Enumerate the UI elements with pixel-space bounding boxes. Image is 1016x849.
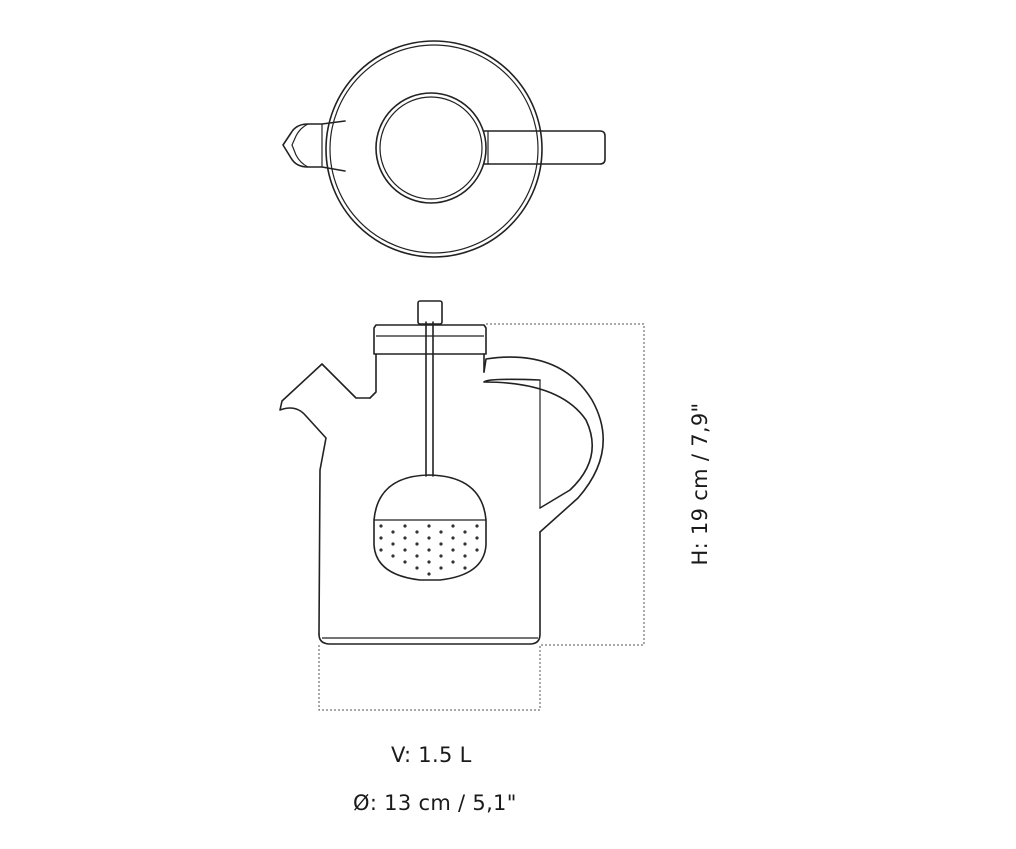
mesh-dot [463, 542, 467, 546]
mesh-dot [379, 548, 383, 552]
height-label: H: 19 cm / 7,9" [688, 402, 712, 566]
mesh-dot [427, 560, 431, 564]
mesh-dot [451, 560, 455, 564]
top-view-lid [375, 92, 487, 204]
mesh-dot [451, 548, 455, 552]
mesh-dot [379, 524, 383, 528]
volume-label: V: 1.5 L [391, 743, 472, 767]
mesh-dot [403, 524, 407, 528]
dimension-lines [318, 323, 645, 711]
mesh-dot [415, 542, 419, 546]
mesh-dot [427, 524, 431, 528]
mesh-dot [391, 542, 395, 546]
mesh-dot [439, 554, 443, 558]
mesh-dot [415, 554, 419, 558]
mesh-dot [415, 566, 419, 570]
mesh-dot [463, 566, 467, 570]
mesh-dot [427, 548, 431, 552]
top-view-handle [483, 130, 606, 165]
top-view-lid-inner [379, 96, 483, 200]
mesh-dot [427, 536, 431, 540]
mesh-dot [451, 536, 455, 540]
top-view-spout [282, 120, 346, 172]
diameter-label: Ø: 13 cm / 5,1" [353, 791, 517, 815]
diameter-dimension-line [318, 645, 541, 711]
lid-knob [417, 300, 443, 325]
mesh-dot [403, 536, 407, 540]
top-view-inner-rim [329, 44, 539, 254]
infuser-mesh [379, 524, 479, 576]
spout [279, 363, 371, 635]
mesh-dot [439, 530, 443, 534]
top-view-outer-rim [325, 40, 543, 258]
top-view-kettle [282, 40, 606, 258]
mesh-dot [463, 554, 467, 558]
mesh-dot [391, 554, 395, 558]
mesh-dot [451, 524, 455, 528]
mesh-dot [439, 542, 443, 546]
mesh-dot [379, 536, 383, 540]
mesh-dot [403, 560, 407, 564]
mesh-dot [439, 566, 443, 570]
mesh-dot [427, 572, 431, 576]
mesh-dot [475, 524, 479, 528]
mesh-dot [475, 536, 479, 540]
mesh-dot [475, 548, 479, 552]
kettle-body [318, 531, 541, 645]
mesh-dot [403, 548, 407, 552]
mesh-dot [415, 530, 419, 534]
mesh-dot [391, 530, 395, 534]
side-view-kettle [279, 300, 604, 645]
infuser-ball [373, 474, 487, 581]
handle [483, 356, 604, 533]
lid [373, 324, 487, 355]
mesh-dot [463, 530, 467, 534]
